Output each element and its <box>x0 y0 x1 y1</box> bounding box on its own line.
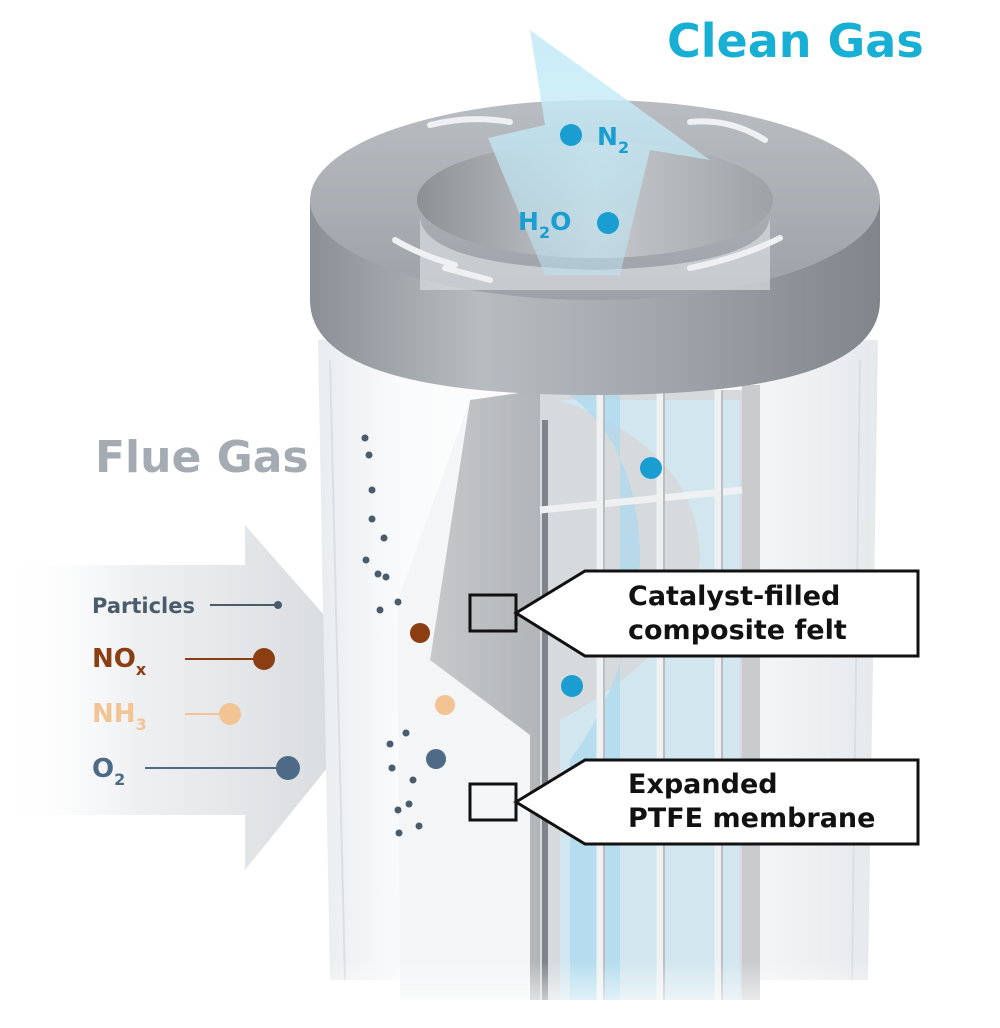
nox-molecule <box>410 623 430 643</box>
clean-gas-arrow <box>488 30 710 275</box>
n2-molecule <box>560 124 582 146</box>
flue-gas-arrow <box>0 525 390 870</box>
legend-o2-label: O2 <box>92 754 126 789</box>
callout-ptfe-text: Expanded PTFE membrane <box>628 769 876 834</box>
flue-gas-title: Flue Gas <box>95 432 309 483</box>
n2-label: N2 <box>597 122 630 157</box>
legend-particles-label: Particles <box>92 594 195 618</box>
legend-lines <box>145 601 300 780</box>
callout-catalyst <box>468 569 920 658</box>
nh3-molecule <box>435 695 455 715</box>
callout-catalyst-text: Catalyst-filled composite felt <box>628 581 847 646</box>
clean-gas-title: Clean Gas <box>667 14 924 68</box>
legend-nox-label: NOx <box>92 644 147 679</box>
o2-molecule <box>426 749 446 769</box>
h2o-label: H2O <box>518 207 572 242</box>
callout-ptfe <box>468 758 920 846</box>
molecule-dots <box>560 124 662 697</box>
legend-nh3-label: NH3 <box>92 699 147 734</box>
particle-dots <box>361 434 423 837</box>
h2o-molecule <box>597 212 619 234</box>
